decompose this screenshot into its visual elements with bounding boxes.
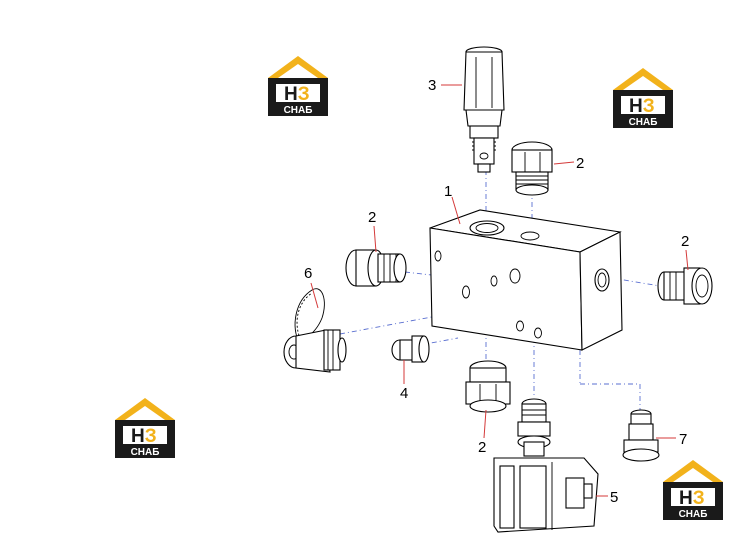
fitting-right — [657, 267, 713, 305]
callout-6: 6 — [304, 265, 312, 282]
fitting-bottom — [465, 360, 511, 413]
watermark-logo-3: НЗ СНАБ — [115, 398, 175, 458]
relief-valve-cartridge — [463, 46, 505, 173]
callout-2-left: 2 — [368, 209, 376, 226]
logo-mark: НЗ — [131, 426, 157, 447]
watermark-logo-2: НЗ СНАБ — [613, 68, 673, 128]
logo-caption: СНАБ — [131, 447, 160, 458]
logo-caption: СНАБ — [629, 117, 658, 128]
callout-2-bottom: 2 — [478, 439, 486, 456]
valve-block — [429, 209, 623, 351]
logo-mark: НЗ — [629, 96, 655, 117]
fitting-top-right — [511, 141, 553, 196]
fitting-left — [345, 249, 407, 287]
check-valve — [622, 409, 660, 462]
watermark-logo-1: НЗ СНАБ — [268, 56, 328, 116]
callout-1: 1 — [444, 183, 452, 200]
callout-7: 7 — [679, 431, 687, 448]
solenoid-valve — [493, 398, 599, 533]
protective-cap — [283, 288, 347, 373]
leader-lines — [310, 84, 689, 497]
logo-caption: СНАБ — [679, 509, 708, 520]
callout-labels: 3 2 1 2 2 6 4 2 7 5 — [304, 77, 689, 506]
watermark-logo-4: НЗ СНАБ — [663, 460, 723, 520]
plug-fitting — [391, 335, 430, 363]
callout-2-top: 2 — [576, 155, 584, 172]
callout-5: 5 — [610, 489, 618, 506]
callout-4: 4 — [400, 385, 408, 402]
logo-caption: СНАБ — [284, 105, 313, 116]
logo-mark: НЗ — [284, 84, 310, 105]
callout-3: 3 — [428, 77, 436, 94]
logo-mark: НЗ — [679, 488, 705, 509]
callout-2-right: 2 — [681, 233, 689, 250]
